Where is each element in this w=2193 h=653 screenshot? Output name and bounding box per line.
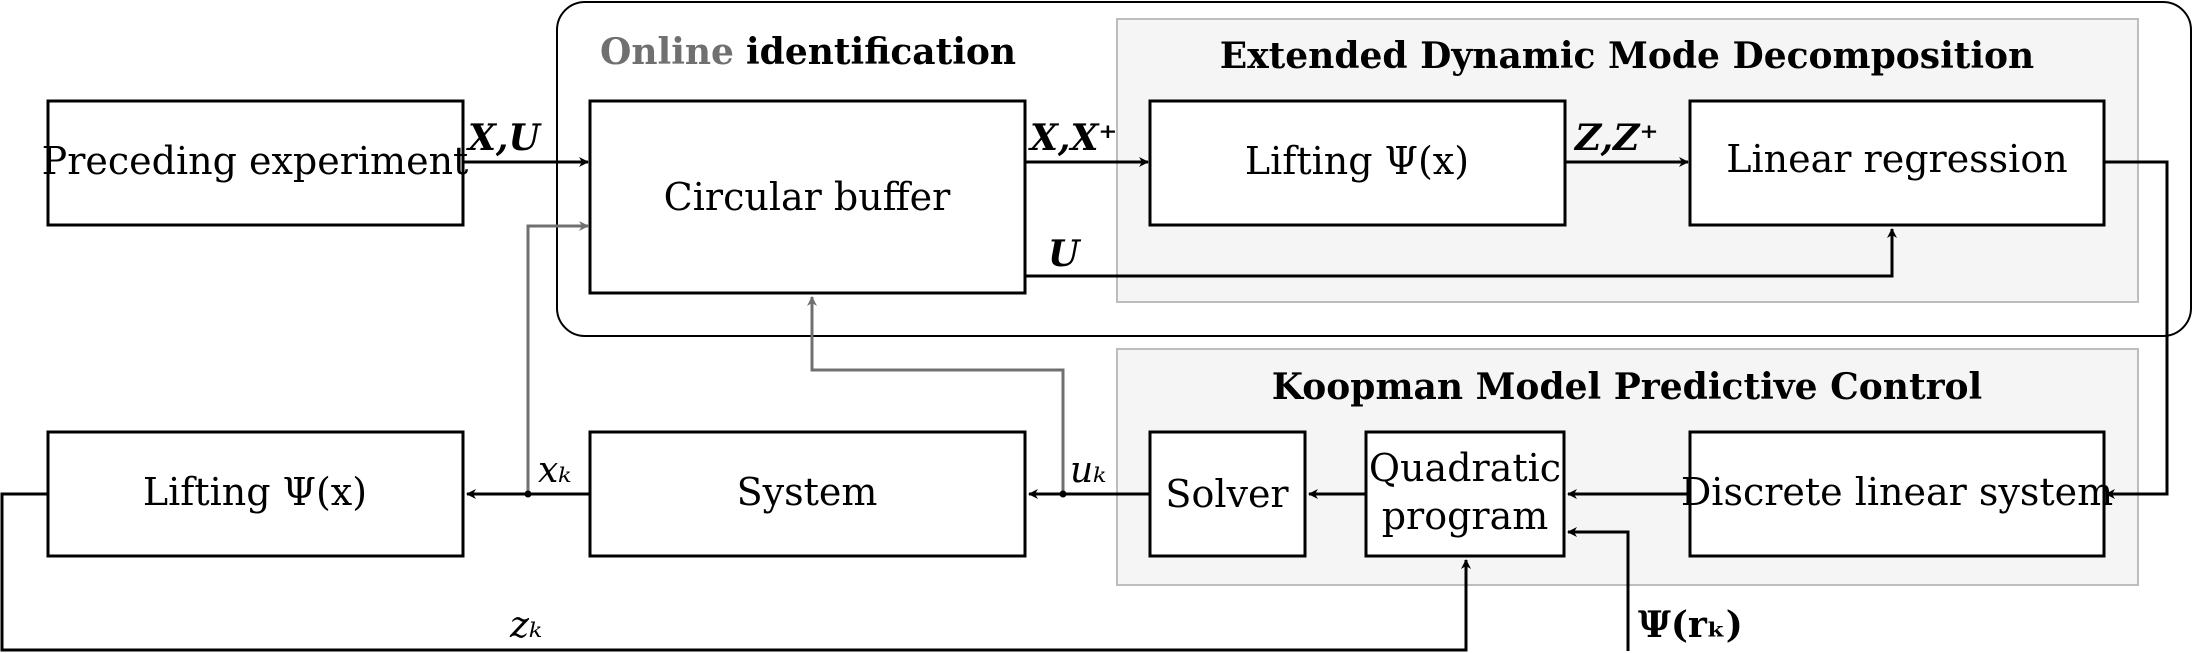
circular-buffer-block [588, 99, 1027, 295]
xk-label: xₖ [538, 450, 571, 491]
uk-to-buffer-arrow [807, 296, 1065, 494]
discrete-linear-system-label: Discrete linear system [1681, 470, 2113, 514]
quadratic-program-label-2: program [1382, 494, 1549, 538]
xk-junction [524, 490, 532, 498]
zk-label: zₖ [509, 605, 542, 646]
kmpc-title: Koopman Model Predictive Control [1272, 366, 1982, 408]
system-label: System [737, 470, 878, 514]
xx-label: X,X⁺ [1028, 117, 1117, 159]
preceding-experiment-label: Preceding experiment [42, 139, 469, 183]
linear-regression-label: Linear regression [1726, 137, 2067, 181]
circular-buffer-label: Circular buffer [664, 175, 951, 219]
lifting-bottom-label: Lifting Ψ(x) [143, 470, 367, 514]
online-title: Online identification [600, 31, 1016, 73]
u-label: U [1048, 233, 1082, 275]
u-arrow [1025, 228, 1897, 278]
lifting-top-block [1148, 99, 1567, 227]
psi-r-label: Ψ(rₖ) [1638, 604, 1743, 646]
xu-label: X,U [466, 117, 542, 159]
solver-label: Solver [1165, 472, 1289, 516]
uk-junction [1059, 490, 1067, 498]
uk-label: uₖ [1070, 450, 1106, 491]
discrete-linear-system-block [1688, 430, 2106, 558]
online-identification-group [556, 1, 2192, 337]
reference-arrow [1567, 527, 1630, 651]
zk-feedback-arrow [0, 492, 1471, 652]
quadratic-program-label-1: Quadratic [1369, 446, 1561, 490]
lifting-top-label: Lifting Ψ(x) [1245, 139, 1469, 183]
quadratic-program-block [1364, 430, 1566, 558]
solver-block [1148, 430, 1307, 558]
xk-to-buffer-arrow [526, 221, 589, 494]
linear-regression-block [1688, 99, 2106, 227]
zz-label: Z,Z⁺ [1573, 117, 1658, 159]
edmd-title: Extended Dynamic Mode Decomposition [1220, 35, 2034, 77]
regression-to-discrete-arrow [2104, 160, 2169, 499]
